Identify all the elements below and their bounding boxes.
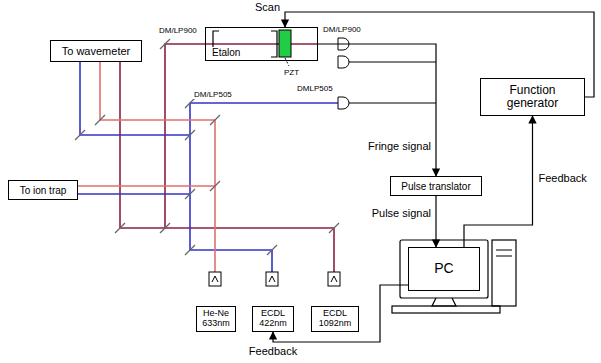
instrument-box: Pulse translator [390, 176, 482, 196]
mirror-label: DM/LP505 [193, 90, 233, 99]
signal-label: Feedback [538, 172, 588, 185]
instrument-box: Function generator [480, 78, 585, 116]
signal-label: Pulse signal [371, 207, 432, 220]
etalon-box: Etalon [205, 27, 318, 61]
signal-label: Fringe signal [367, 140, 432, 153]
mirror-label: DM/LP900 [322, 25, 362, 34]
box-text: To ion trap [20, 185, 67, 196]
mirror-label: DM/LP900 [158, 26, 198, 35]
mirror-label: DMLP505 [296, 84, 334, 93]
beam-422 [78, 62, 338, 272]
box-text: ECDL 422nm [256, 309, 290, 329]
beam-1092 [120, 44, 334, 272]
signal-connector [435, 196, 436, 247]
etalon-parts [213, 31, 277, 57]
box-text: PC [434, 261, 453, 276]
box-text: Pulse translator [401, 181, 470, 192]
box-text: Function generator [493, 84, 572, 110]
box-text: He-Ne 633nm [200, 309, 232, 329]
signal-connector [318, 44, 436, 176]
photodetectors [338, 38, 349, 109]
port-box: To wavemeter [50, 40, 142, 62]
laser-box: ECDL 1092nm [311, 306, 359, 332]
computer [392, 240, 516, 313]
signal-label: Feedback [248, 345, 298, 358]
pzt-actuator [279, 30, 291, 57]
leader-line [285, 58, 289, 66]
laser-heads [209, 272, 340, 286]
detector-wires [349, 62, 436, 103]
port-box: To ion trap [8, 180, 78, 200]
box-text: Etalon [212, 47, 240, 58]
signal-label: Scan [254, 1, 281, 14]
laser-box: ECDL 422nm [252, 306, 294, 332]
part-label: PZT [283, 68, 300, 77]
monitor-screen: PC [408, 247, 480, 291]
mirrors [75, 39, 339, 255]
box-text: To wavemeter [62, 45, 130, 57]
box-text: ECDL 1092nm [315, 309, 355, 329]
laser-box: He-Ne 633nm [196, 306, 236, 332]
